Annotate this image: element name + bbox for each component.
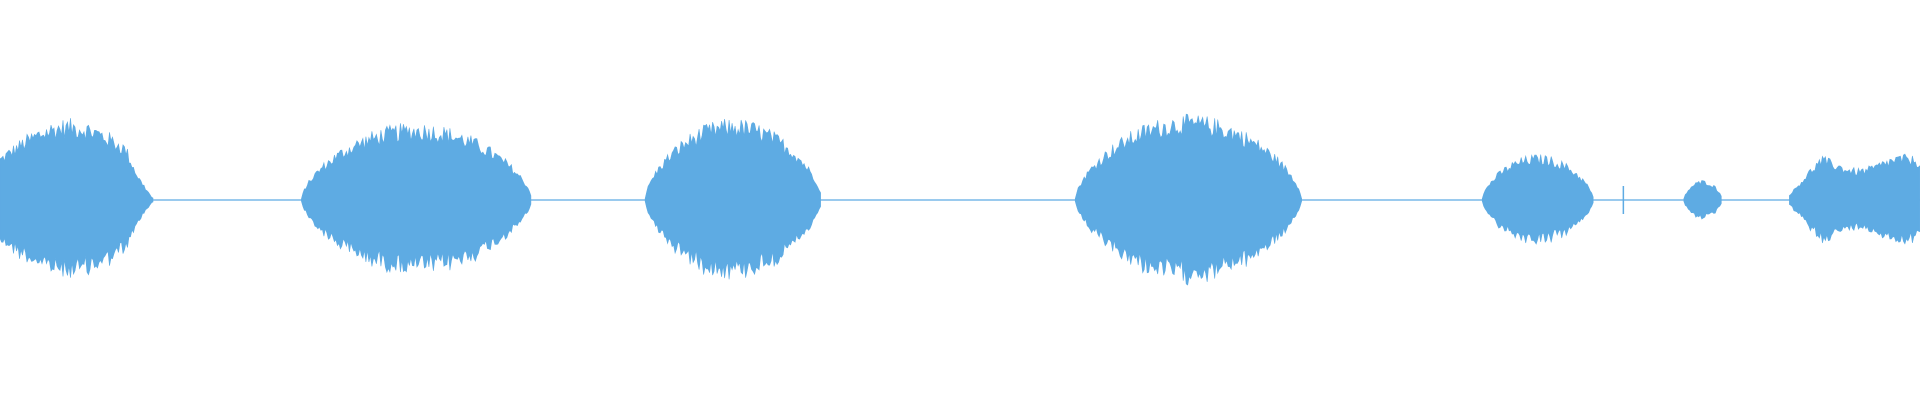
- waveform-segment: [1481, 154, 1594, 245]
- waveform-segment: [644, 118, 821, 280]
- waveform-segment: [301, 123, 532, 274]
- waveform-segment: [0, 118, 154, 278]
- waveform-segment: [1074, 113, 1302, 286]
- waveform-segment: [1683, 180, 1722, 220]
- waveform-segment: [1789, 153, 1920, 245]
- waveform-segments: [0, 113, 1920, 286]
